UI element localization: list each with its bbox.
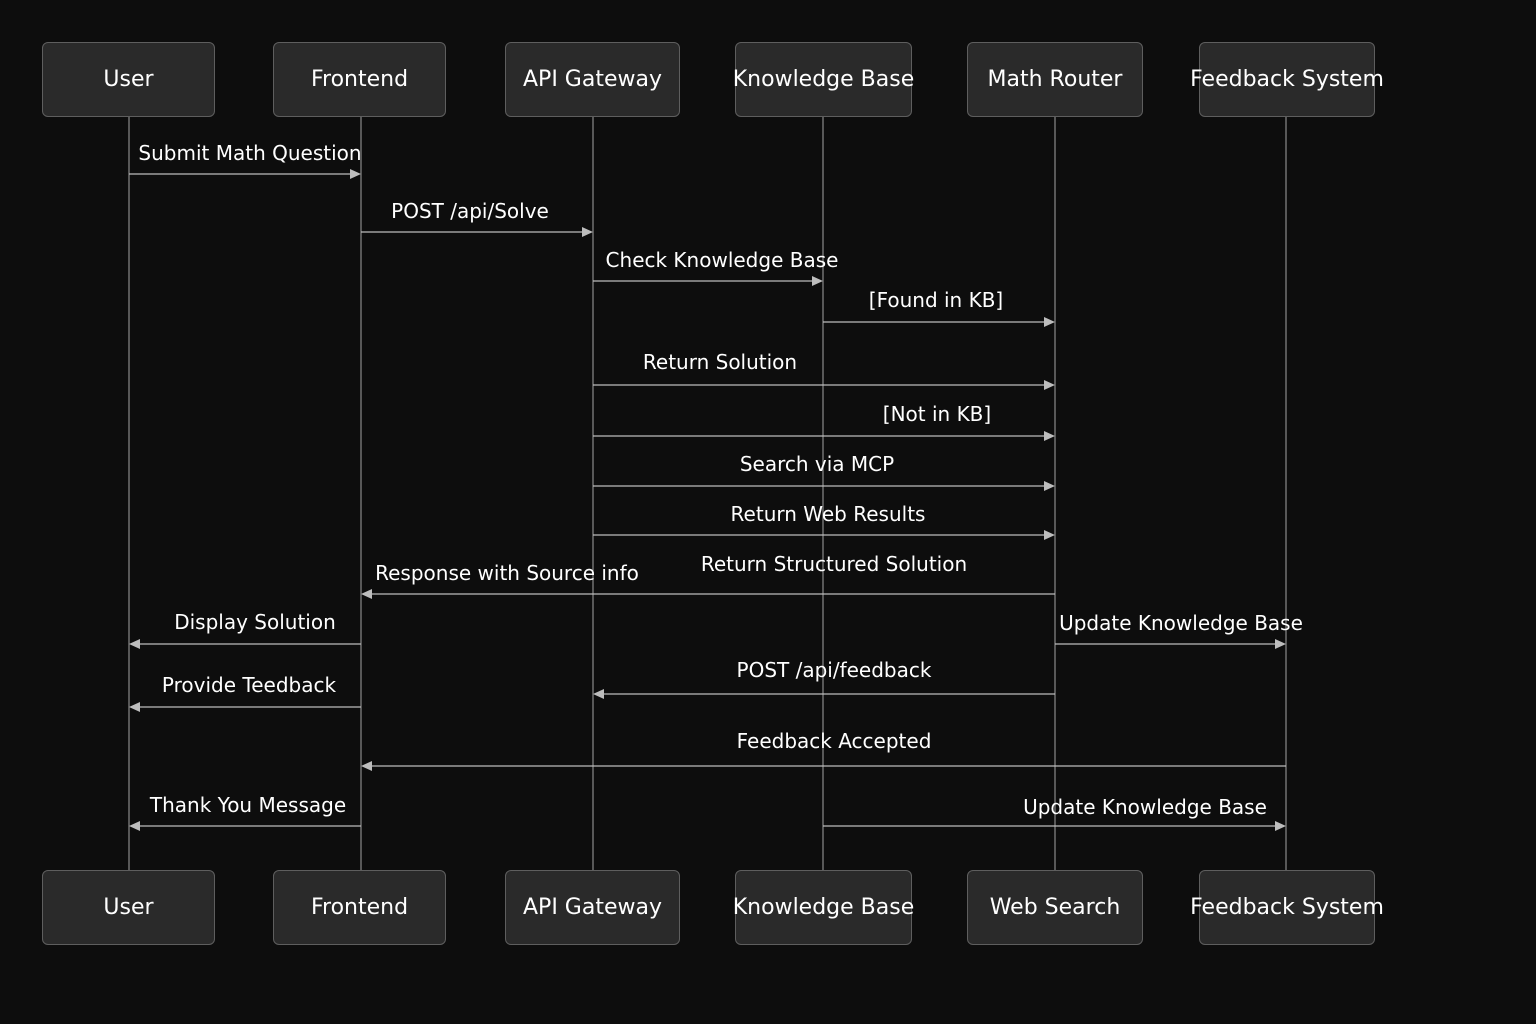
actor-feedback-system-top: Feedback System xyxy=(1190,42,1384,117)
message-label: [Not in KB] xyxy=(882,402,992,426)
arrowhead xyxy=(1044,317,1055,327)
arrowhead xyxy=(582,227,593,237)
arrowhead xyxy=(361,589,372,599)
actor-user-top: User xyxy=(42,42,215,117)
message-label: Update Knowledge Base xyxy=(1023,795,1267,819)
message-label: Return Solution xyxy=(642,350,798,374)
message-label: Update Knowledge Base xyxy=(1059,611,1303,635)
message-label: Search via MCP xyxy=(739,452,895,476)
actor-user-bottom: User xyxy=(42,870,215,945)
actor-math-router-top: Math Router xyxy=(967,42,1143,117)
message-label: Return Structured Solution xyxy=(700,552,968,576)
actor-frontend-top: Frontend xyxy=(273,42,446,117)
message-label: Response with Source info xyxy=(375,561,639,585)
message-label: Display Solution xyxy=(174,610,336,634)
message-label: POST /api/Solve xyxy=(391,199,549,223)
actor-knowledge-base-top: Knowledge Base xyxy=(733,42,914,117)
arrowhead xyxy=(812,276,823,286)
actor-feedback-system-bottom: Feedback System xyxy=(1190,870,1384,945)
arrowhead xyxy=(129,702,140,712)
actor-web-search-bottom: Web Search xyxy=(967,870,1143,945)
arrowhead xyxy=(1275,639,1286,649)
actor-api-gateway-bottom: API Gateway xyxy=(505,870,680,945)
actor-api-gateway-top: API Gateway xyxy=(505,42,680,117)
arrowhead xyxy=(1044,481,1055,491)
arrowhead xyxy=(129,639,140,649)
arrowhead xyxy=(1044,380,1055,390)
message-label: Provide Teedback xyxy=(161,673,337,697)
actor-frontend-bottom: Frontend xyxy=(273,870,446,945)
arrowhead xyxy=(1275,821,1286,831)
actor-knowledge-base-bottom: Knowledge Base xyxy=(733,870,914,945)
message-arrows xyxy=(129,169,1286,831)
message-label: Thank You Message xyxy=(149,793,347,817)
arrowhead xyxy=(350,169,361,179)
message-label: Check Knowledge Base xyxy=(605,248,839,272)
message-label: Return Web Results xyxy=(730,502,926,526)
message-label: Submit Math Question xyxy=(138,141,362,165)
message-label: Feedback Accepted xyxy=(736,729,932,753)
message-label: POST /api/feedback xyxy=(736,658,932,682)
arrowhead xyxy=(1044,530,1055,540)
message-label: [Found in KB] xyxy=(868,288,1004,312)
lifelines xyxy=(128,117,1287,870)
arrowhead xyxy=(129,821,140,831)
arrowhead xyxy=(593,689,604,699)
arrowhead xyxy=(1044,431,1055,441)
arrowhead xyxy=(361,761,372,771)
